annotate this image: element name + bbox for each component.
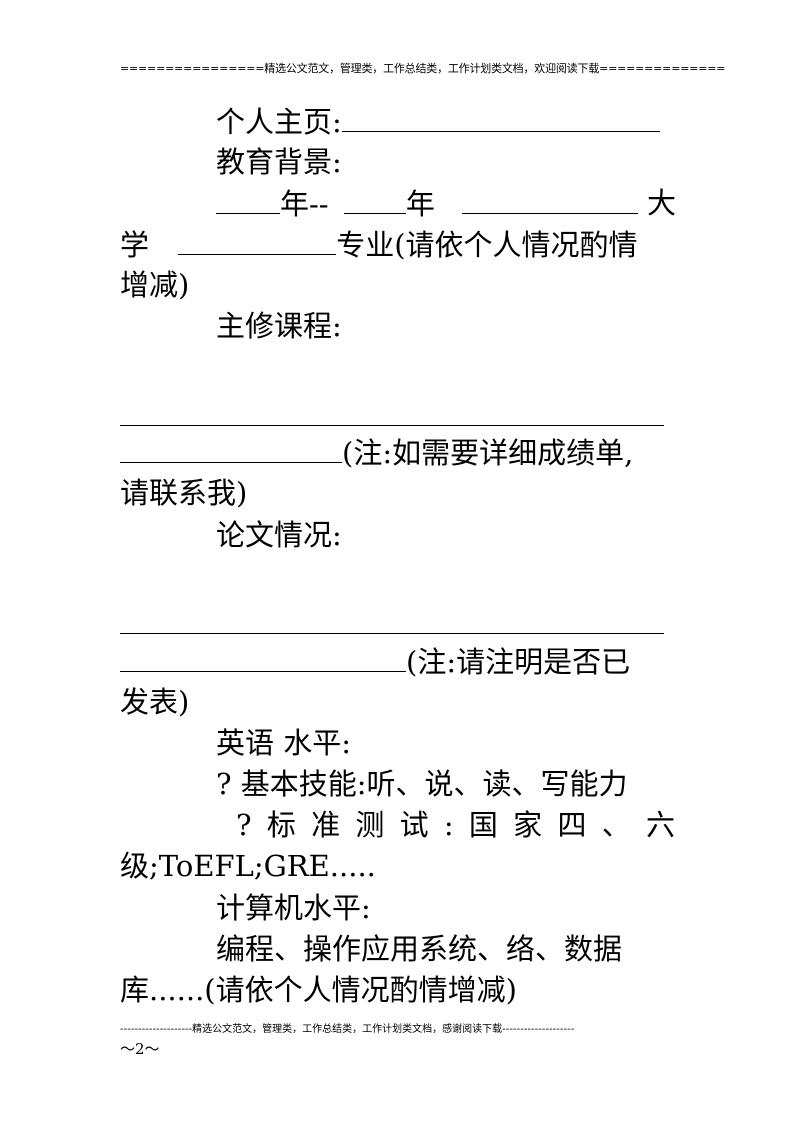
courses-note: (注:如需要详细成绩单, xyxy=(342,436,634,470)
courses-note-end: 请联系我) xyxy=(120,476,248,510)
education-major-line: 学 专业(请依个人情况酌情 xyxy=(120,224,638,266)
university-label: 大 xyxy=(646,186,676,220)
courses-note-line: (注:如需要详细成绩单, xyxy=(120,432,633,474)
major-blank xyxy=(178,224,337,255)
english-test-char: ? xyxy=(236,808,252,842)
english-test-char: 国 xyxy=(468,808,498,842)
english-basic-skills: ? 基本技能:听、说、读、写能力 xyxy=(216,767,628,801)
english-test-end: 级;ToEFL;GRE..... xyxy=(120,849,376,883)
english-test-char: 家 xyxy=(513,808,543,842)
english-label: 英语 水平: xyxy=(216,726,351,760)
courses-rule xyxy=(120,425,664,426)
english-test-char: : xyxy=(443,808,454,842)
computer-label: 计算机水平: xyxy=(216,891,371,925)
courses-label: 主修课程: xyxy=(216,309,342,343)
page-header: ================精选公文范文，管理类，工作总结类，工作计划类文档… xyxy=(120,62,726,75)
year-end-label: 年 xyxy=(405,187,435,221)
english-test-char: 、 xyxy=(601,808,631,842)
computer-skills: 编程、操作应用系统、络、数据 xyxy=(216,932,623,966)
computer-skills-end: 库......(请依个人情况酌情增减) xyxy=(120,973,517,1007)
university-blank xyxy=(462,183,639,214)
education-major-end: 增减) xyxy=(120,268,190,302)
page-number: ～2～ xyxy=(120,1040,160,1058)
homepage-blank xyxy=(341,101,660,132)
homepage-label: 个人主页: xyxy=(216,105,342,139)
english-test-line: ? 标 准 测 试 : 国 家 四 、 六 xyxy=(120,805,675,846)
thesis-label: 论文情况: xyxy=(216,518,342,552)
english-test-char: 六 xyxy=(645,808,675,842)
university-label-cont: 学 xyxy=(120,228,150,262)
english-test-char: 试 xyxy=(399,808,429,842)
year-start-label: 年-- xyxy=(280,187,329,221)
thesis-note-end: 发表) xyxy=(120,685,190,719)
year-end-blank xyxy=(343,183,406,214)
education-label: 教育背景: xyxy=(216,145,342,179)
homepage-line: 个人主页: xyxy=(216,101,660,143)
year-start-blank xyxy=(216,183,280,214)
english-test-char: 四 xyxy=(557,808,587,842)
english-test-char: 准 xyxy=(311,808,341,842)
thesis-note-line: (注:请注明是否已 xyxy=(120,641,630,683)
english-test-char: 标 xyxy=(266,808,296,842)
english-test-char: 测 xyxy=(355,808,385,842)
major-label: 专业(请依个人情况酌情 xyxy=(336,228,638,262)
education-years-line: 年-- 年 大 xyxy=(216,183,676,225)
thesis-blank xyxy=(120,641,406,672)
page-footer: --------------------精选公文范文，管理类，工作总结类，工作计… xyxy=(120,1024,575,1035)
thesis-note: (注:请注明是否已 xyxy=(406,645,631,679)
thesis-rule xyxy=(120,633,664,634)
courses-blank xyxy=(120,432,342,463)
